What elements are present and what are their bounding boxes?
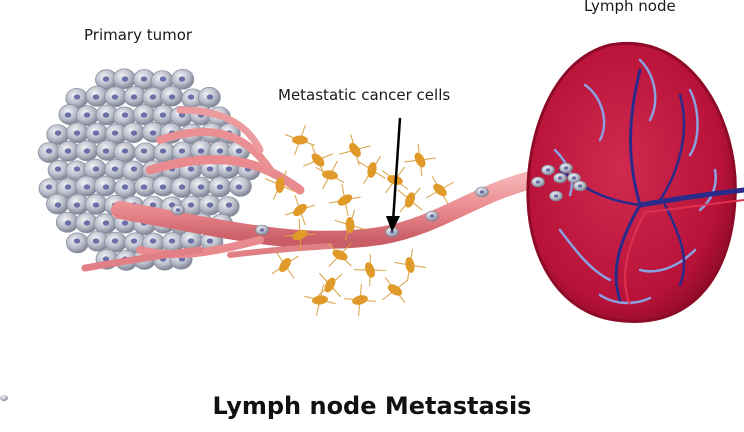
tumor-cell <box>189 177 211 197</box>
metastatic-cells-label: Metastatic cancer cells <box>278 86 450 104</box>
tumor-cell <box>85 194 107 214</box>
tumor-cell <box>209 177 231 197</box>
metastatic-cell <box>256 225 269 235</box>
tumor-cell <box>133 105 155 125</box>
metastatic-cell <box>542 165 555 175</box>
stromal-cell <box>340 135 371 166</box>
tumor-cell <box>86 123 108 143</box>
stromal-cell <box>394 249 426 281</box>
tumor-cell <box>94 214 116 234</box>
stromal-cell <box>382 277 407 302</box>
metastatic-cell <box>172 205 185 215</box>
tumor-cell <box>104 87 126 107</box>
stromal-cell <box>426 176 454 204</box>
primary-tumor-label: Primary tumor <box>84 26 192 44</box>
metastatic-cell <box>550 191 563 201</box>
metastatic-cell <box>574 181 587 191</box>
metastatic-cell <box>560 163 573 173</box>
tumor-cell <box>76 141 98 161</box>
metastatic-cell <box>476 187 489 197</box>
stromal-cell <box>272 252 299 279</box>
tumor-cell <box>229 176 251 196</box>
tumor-cell <box>113 69 135 89</box>
tumor-cell <box>66 233 88 253</box>
tumor-cell <box>135 143 157 163</box>
stromal-cell <box>285 195 315 225</box>
stromal-cell <box>329 184 360 215</box>
tumor-cell <box>217 197 239 217</box>
stromal-cell <box>303 145 332 174</box>
stromal-cell <box>344 284 376 316</box>
tumor-cell <box>172 69 194 89</box>
tumor-cell <box>46 194 68 214</box>
stromal-cell <box>398 188 423 213</box>
tumor-cell <box>66 123 88 143</box>
tumor-cell <box>38 143 60 163</box>
stromal-cell <box>358 156 385 183</box>
tumor-cell <box>122 123 144 143</box>
diagram-title: Lymph node Metastasis <box>0 392 744 420</box>
lymph-node-label: Lymph node <box>584 0 676 15</box>
metastatic-cell <box>426 211 439 221</box>
metastatic-cell <box>532 177 545 187</box>
stromal-cell <box>354 254 386 286</box>
tumor-cell <box>56 212 78 232</box>
stromal-cell <box>404 144 436 176</box>
tumor-cell <box>161 86 183 106</box>
metastatic-cell <box>554 173 567 183</box>
stromal-cell <box>285 125 315 155</box>
tumor-cell <box>198 87 220 107</box>
tumor-cell <box>94 176 116 196</box>
